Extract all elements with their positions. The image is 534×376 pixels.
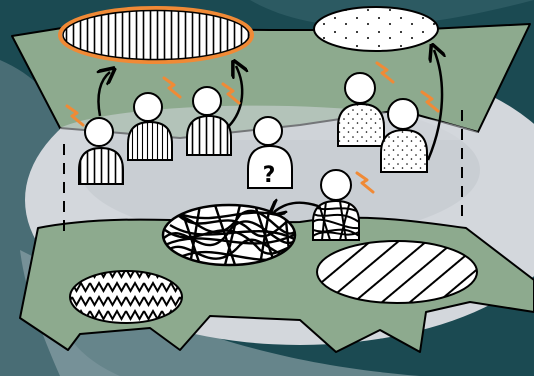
striped-pool-top-left	[60, 8, 252, 62]
diagonal-pool-bottom-right	[317, 241, 477, 303]
dotted-pool-top-right	[314, 7, 438, 51]
question-mark-label: ?	[263, 163, 276, 188]
zigzag-pool-bottom-left	[70, 271, 182, 323]
